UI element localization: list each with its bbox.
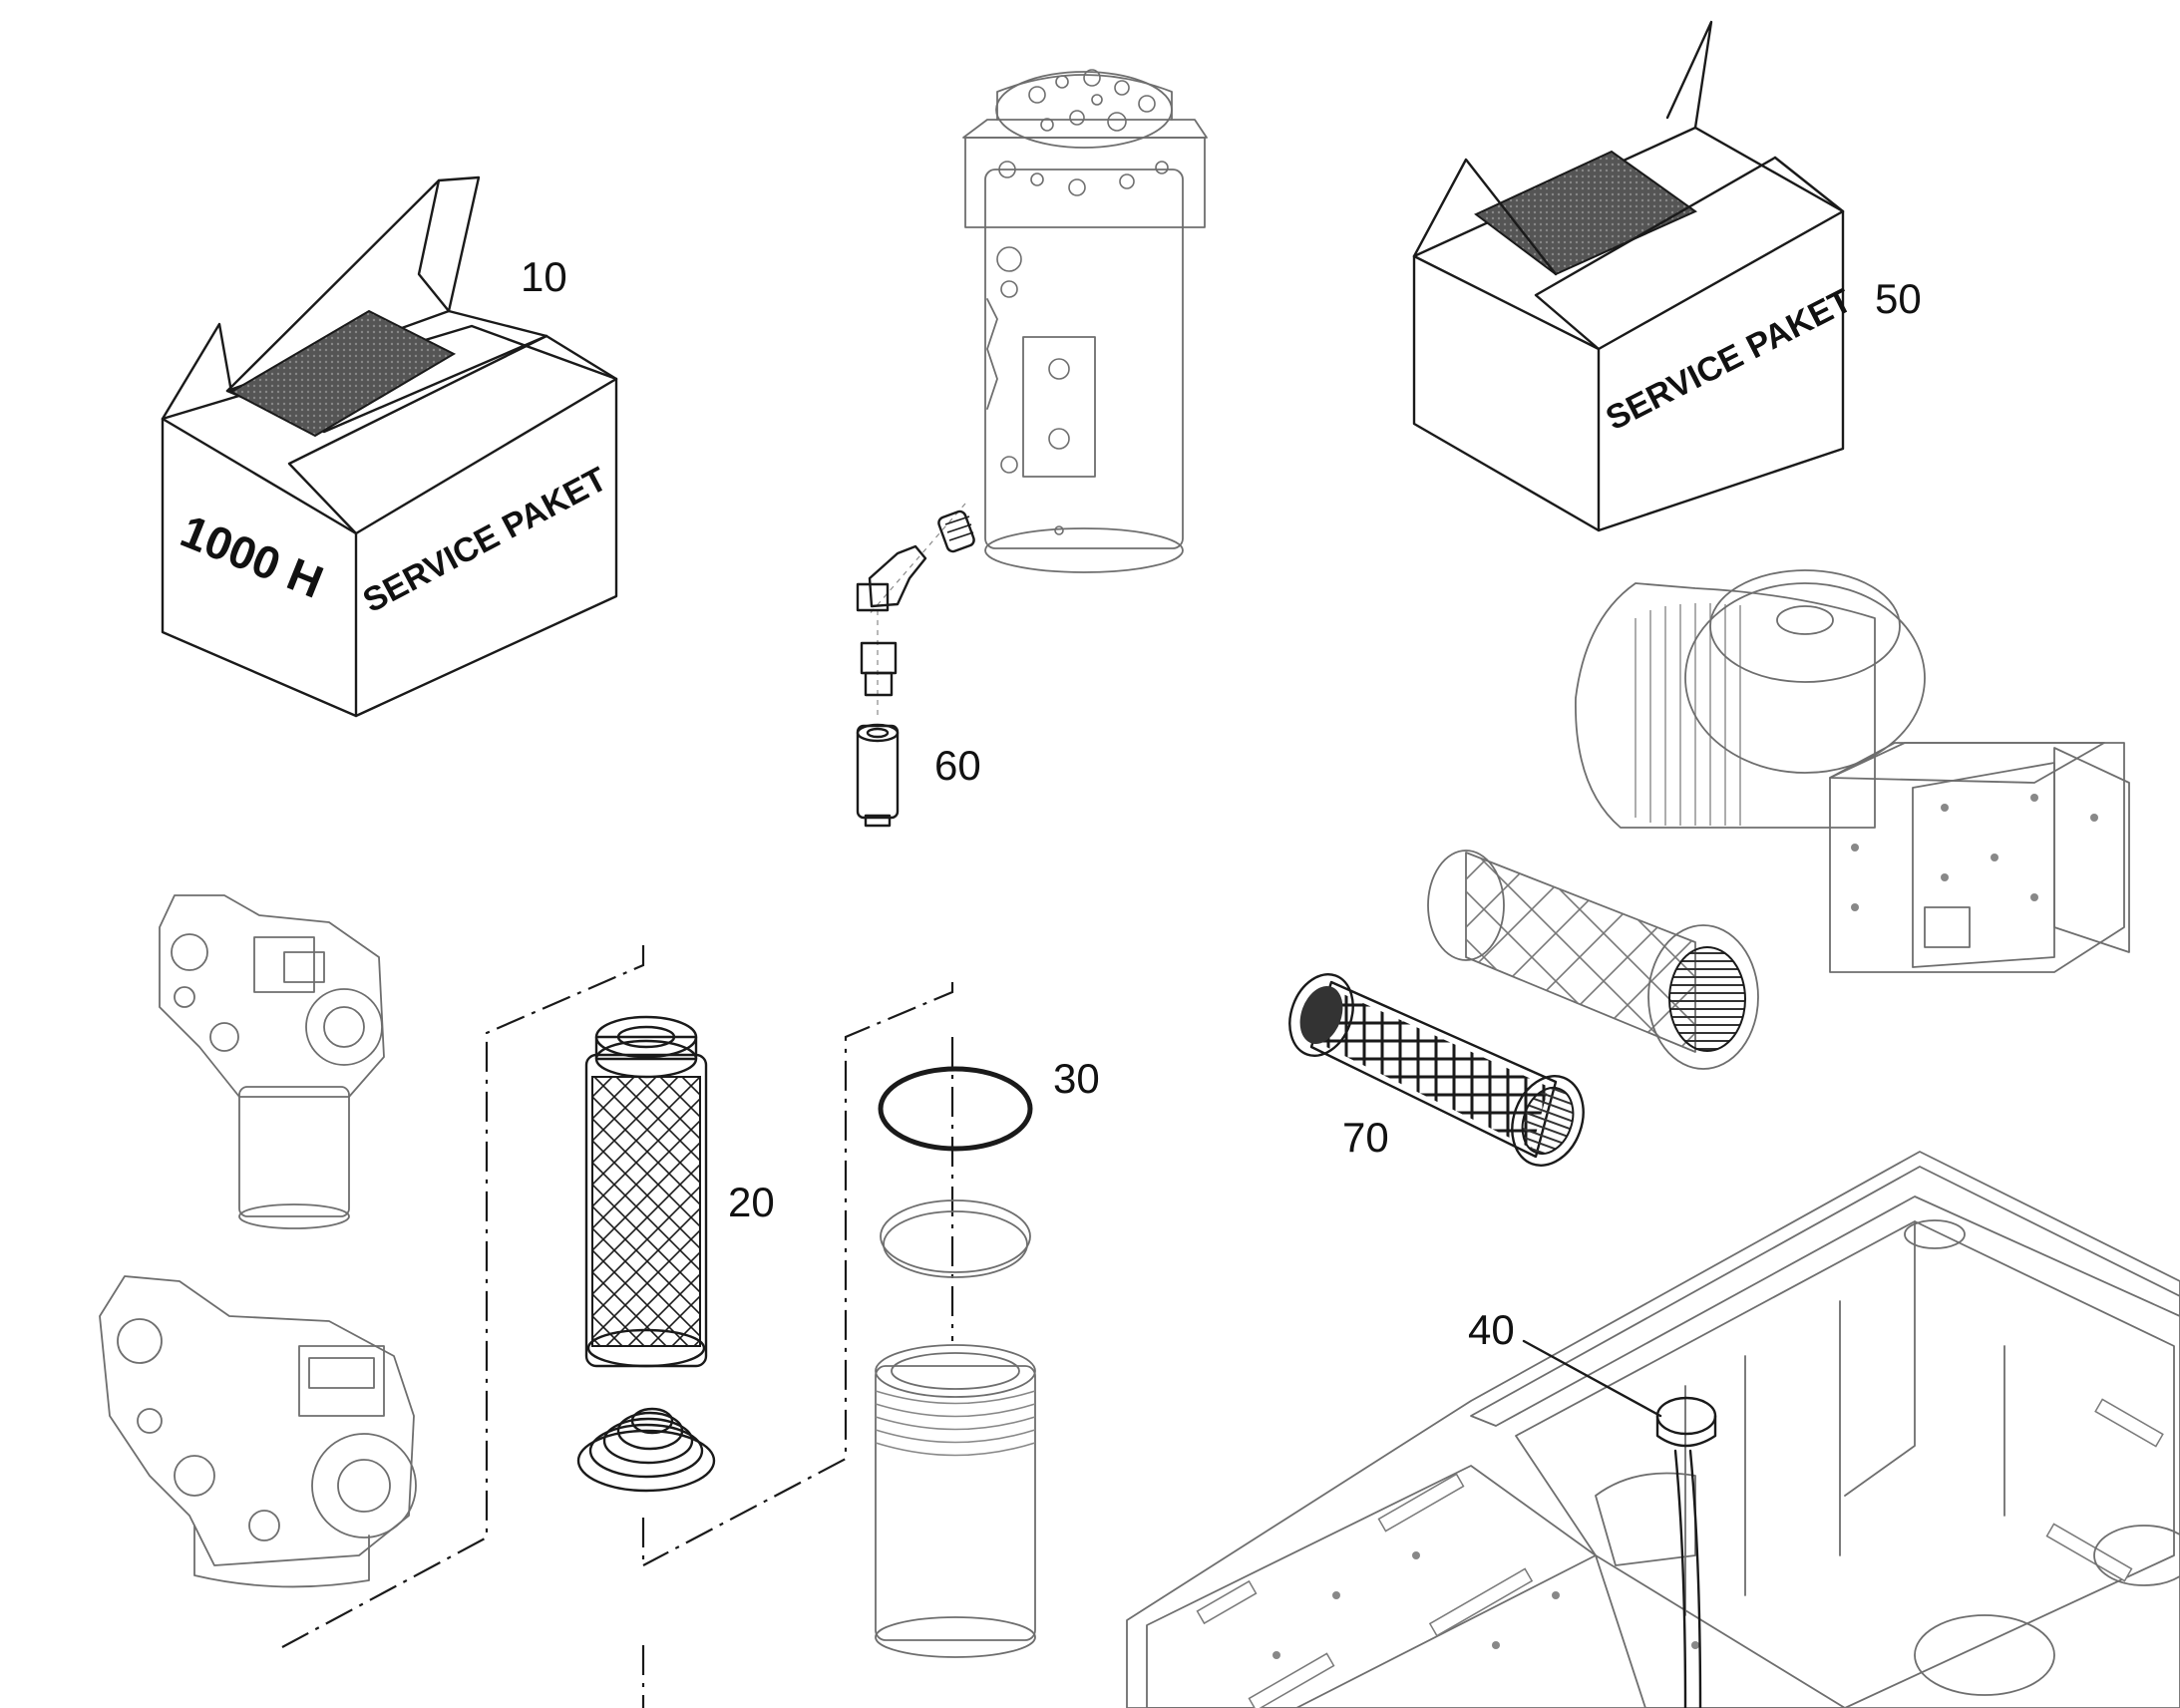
machine-frame-tank [1126, 1151, 2180, 1708]
rotary-distributor [962, 69, 1208, 573]
hydraulic-pump-lower [99, 1275, 417, 1588]
hydraulic-pump-upper [159, 894, 385, 1229]
filter-bowl [875, 1344, 1036, 1658]
o-ring-30 [878, 1066, 1033, 1152]
spring [576, 1407, 716, 1493]
service-box-50: SERVICE PAKET [1412, 20, 1858, 532]
fitting-assembly-60 [856, 503, 975, 828]
filter-element-20 [584, 1015, 708, 1368]
air-filter-inner-70 [1288, 973, 1585, 1167]
callout-20: 20 [728, 1179, 775, 1225]
box-label-1000h: 1000 H [174, 505, 330, 608]
callout-40: 40 [1468, 1306, 1515, 1353]
callout-70: 70 [1342, 1114, 1389, 1161]
callout-50: 50 [1875, 275, 1922, 322]
air-filter-housing [1575, 569, 2130, 973]
callout-10: 10 [521, 253, 567, 300]
callout-30: 30 [1053, 1055, 1100, 1102]
assembly-center-lines [281, 945, 954, 1708]
box-label-service-right: SERVICE PAKET [1600, 281, 1858, 438]
callout-60: 60 [934, 742, 981, 789]
breather-cap-40 [1522, 1339, 1717, 1708]
o-ring-secondary [880, 1199, 1031, 1278]
box-label-service-left: SERVICE PAKET [357, 460, 613, 620]
air-filter-outer [1427, 850, 1759, 1070]
